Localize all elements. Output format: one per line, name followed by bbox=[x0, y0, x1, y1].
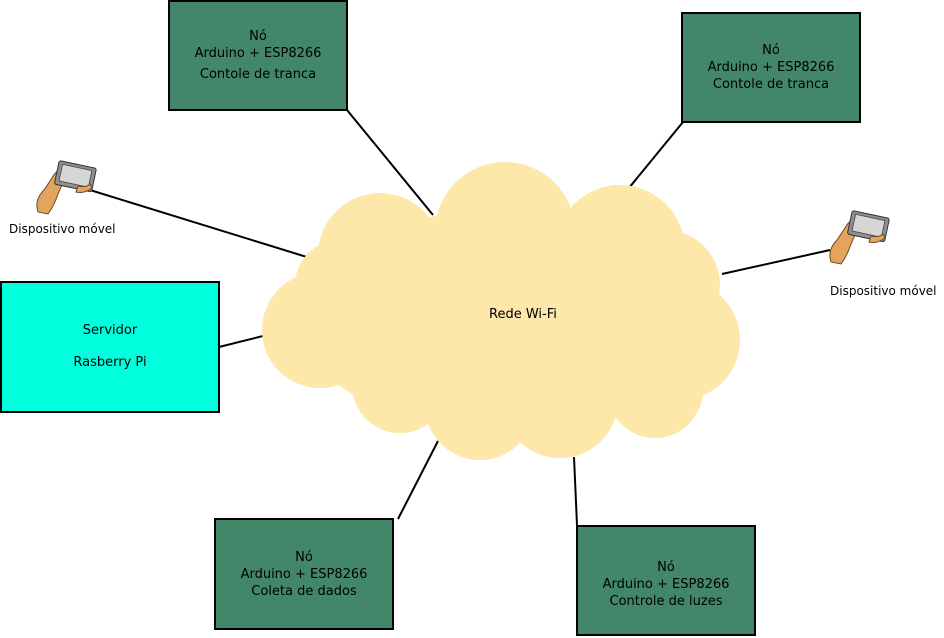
link-node-bottom-left bbox=[397, 440, 439, 520]
link-server bbox=[218, 335, 264, 348]
node-hardware: Arduino + ESP8266 bbox=[240, 566, 368, 582]
device-label-left: Dispositivo móvel bbox=[9, 222, 116, 236]
node-function: Controle de luzes bbox=[609, 594, 723, 609]
device-label-right: Dispositivo móvel bbox=[830, 284, 937, 298]
node-title: Nó bbox=[762, 43, 780, 58]
server-box: Servidor Rasberry Pi bbox=[0, 281, 220, 413]
node-function: Contole de tranca bbox=[712, 77, 830, 92]
node-function: Coleta de dados bbox=[251, 583, 357, 599]
node-title: Nó bbox=[249, 29, 267, 44]
link-node-bottom-right bbox=[573, 456, 578, 526]
node-box-light-control: Nó Arduino + ESP8266 Controle de luzes bbox=[576, 525, 756, 636]
server-title: Servidor bbox=[82, 323, 138, 338]
node-hardware: Arduino + ESP8266 bbox=[602, 577, 730, 592]
node-hardware: Arduino + ESP8266 bbox=[707, 60, 835, 75]
node-box-lock-top-right: Nó Arduino + ESP8266 Contole de tranca bbox=[681, 12, 861, 123]
node-box-lock-top-left: Nó Arduino + ESP8266 Contole de tranca bbox=[168, 0, 348, 111]
node-hardware: Arduino + ESP8266 bbox=[194, 46, 322, 61]
server-subtitle: Rasberry Pi bbox=[73, 355, 147, 370]
link-device-left bbox=[89, 189, 311, 259]
node-box-data-collection: Nó Arduino + ESP8266 Coleta de dados bbox=[214, 518, 394, 630]
handheld-device-icon bbox=[36, 160, 97, 215]
node-function: Contole de tranca bbox=[199, 67, 317, 82]
network-label: Rede Wi-Fi bbox=[489, 307, 557, 322]
link-node-top-left bbox=[346, 109, 434, 216]
wifi-cloud bbox=[262, 162, 740, 460]
handheld-device-icon bbox=[829, 210, 890, 265]
node-title: Nó bbox=[657, 560, 675, 575]
link-device-right bbox=[721, 249, 831, 275]
node-title: Nó bbox=[295, 549, 313, 565]
